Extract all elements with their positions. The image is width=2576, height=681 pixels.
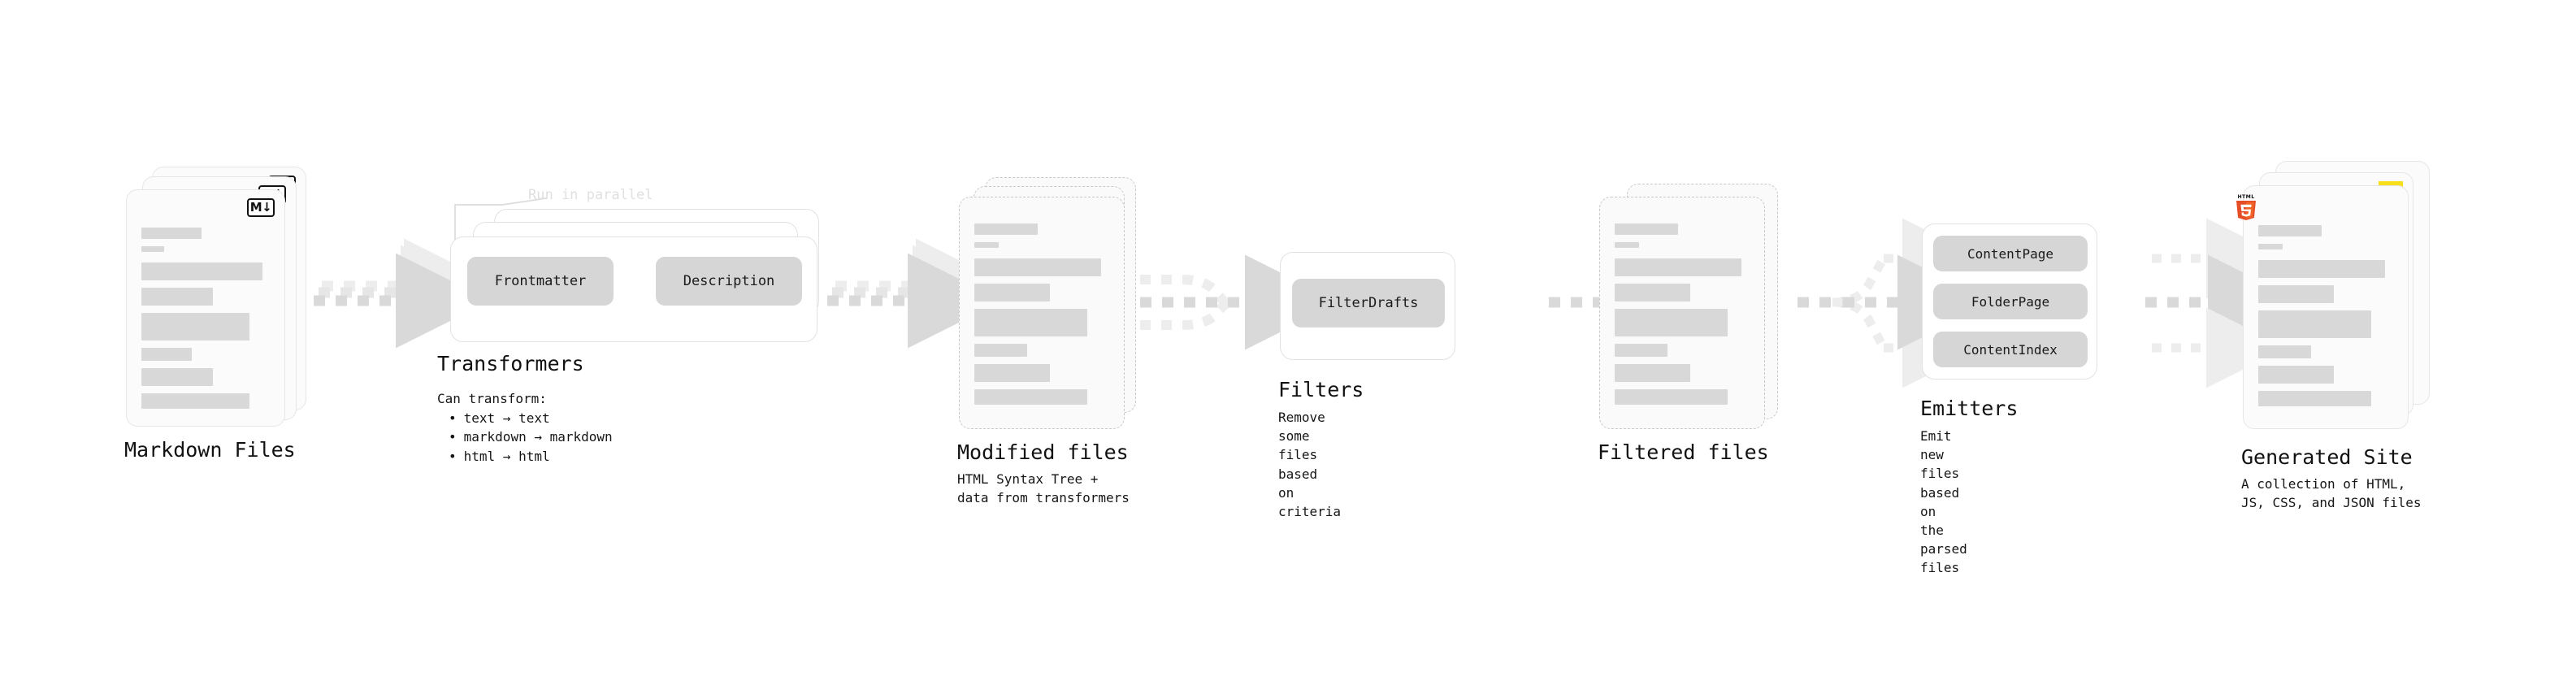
filtered-doc-stack: [1599, 177, 1782, 429]
emitters-frame[interactable]: ContentPage FolderPage ContentIndex: [1922, 223, 2097, 380]
emitters-subtitle: Emit new files based on the parsed files: [1920, 428, 1967, 576]
markdown-doc-front[interactable]: M↓: [126, 189, 285, 427]
transformers-intro: Can transform:: [437, 391, 547, 406]
filters-frame[interactable]: FilterDrafts: [1280, 252, 1455, 360]
stage-filtered-files: Filtered files: [1598, 177, 1782, 464]
arrow-markdown-to-transformers: [314, 238, 499, 349]
transformers-bullet-0: text → text: [437, 409, 613, 428]
stage-modified-files: Modified files HTML Syntax Tree + data f…: [957, 177, 1142, 505]
markdown-doc-stack: M↓ M↓ M↓: [126, 167, 313, 427]
filtered-doc-content: [1615, 223, 1750, 412]
arrow-modified-to-filters-merge: [1140, 254, 1340, 350]
html5-icon: HTML: [2234, 193, 2257, 220]
markdown-files-title: Markdown Files: [124, 438, 296, 462]
filters-pill-filterdrafts[interactable]: FilterDrafts: [1292, 279, 1445, 327]
modified-doc-content: [974, 223, 1109, 412]
emitters-pill-contentpage[interactable]: ContentPage: [1933, 236, 2088, 271]
generated-site-title: Generated Site: [2241, 445, 2413, 469]
modified-files-title: Modified files: [957, 440, 1129, 464]
modified-files-subtitle: HTML Syntax Tree + data from transformer…: [957, 471, 1130, 506]
svg-text:HTML: HTML: [2237, 194, 2254, 200]
site-doc-stack: CSS HTML: [2236, 161, 2442, 429]
site-doc-content: [2258, 225, 2393, 414]
emitters-title: Emitters: [1920, 397, 2019, 420]
site-doc-front[interactable]: HTML: [2236, 185, 2409, 429]
filters-subtitle: Remove some files based on criteria: [1278, 410, 1342, 519]
transformers-bullet-1: markdown → markdown: [437, 427, 613, 447]
markdown-doc-content: [141, 228, 270, 416]
modified-doc-front[interactable]: [959, 197, 1125, 429]
stage-generated-site: CSS HTML: [2236, 161, 2442, 510]
filtered-doc-front[interactable]: [1599, 197, 1765, 429]
markdown-badge-front: M↓: [247, 198, 275, 217]
transformer-pill-frontmatter[interactable]: Frontmatter: [467, 257, 614, 306]
emitters-pill-folderpage[interactable]: FolderPage: [1933, 284, 2088, 319]
transformers-bullet-2: html → html: [437, 447, 613, 466]
filters-title: Filters: [1278, 378, 1364, 401]
stage-markdown-files: M↓ M↓ M↓ Markdown Files: [124, 167, 313, 462]
transformers-description: Can transform: text → text markdown → ma…: [437, 389, 613, 466]
emitters-pill-contentindex[interactable]: ContentIndex: [1933, 332, 2088, 367]
filtered-files-title: Filtered files: [1598, 440, 1769, 464]
arrow-filtered-to-emitters-diverge: [1798, 218, 1993, 388]
transformer-pill-description[interactable]: Description: [656, 257, 802, 306]
transformer-frame-front[interactable]: Frontmatter Description: [450, 236, 817, 342]
generated-site-subtitle: A collection of HTML, JS, CSS, and JSON …: [2241, 476, 2422, 511]
arrow-transformers-to-modified: [827, 238, 1011, 349]
modified-doc-stack: [959, 177, 1142, 429]
arrow-emitters-to-site: [2145, 218, 2303, 388]
run-in-parallel-annotation: Run in parallel: [528, 187, 653, 203]
transformers-title: Transformers: [437, 352, 584, 375]
